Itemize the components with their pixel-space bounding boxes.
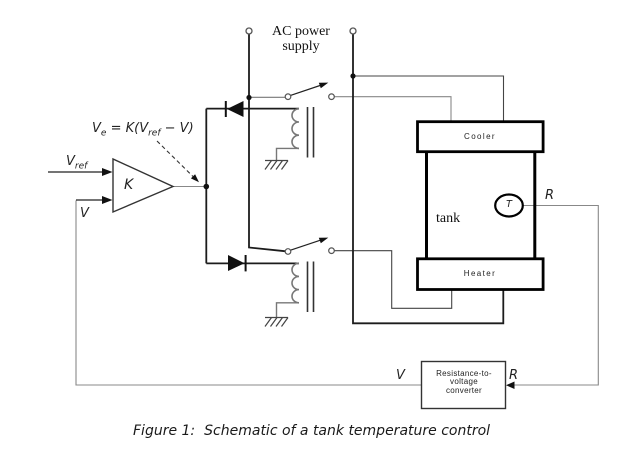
v-arrowhead-icon <box>102 196 113 204</box>
ac-supply-label: AC power supply <box>272 24 330 54</box>
switch1-fixed-contact <box>328 93 335 101</box>
voltage-feedback-wire <box>75 200 422 386</box>
ac-to-cooler-wire <box>353 75 505 121</box>
converter-box <box>420 360 507 410</box>
switch1-blade <box>290 84 322 96</box>
relay1-coil-ground-lead <box>275 147 299 160</box>
relay1-core-bars-icon <box>306 107 315 158</box>
diode2-icon <box>228 255 245 271</box>
heater-label: Heater <box>463 269 497 278</box>
ac-terminal-right <box>349 27 357 35</box>
ground1-icon <box>264 159 289 170</box>
ac-left-line <box>248 33 287 253</box>
sensor-to-converter-wire <box>509 204 599 386</box>
cooler-box <box>416 120 545 154</box>
temperature-sensor-icon <box>494 193 524 218</box>
amplifier-gain-label: K <box>124 177 134 193</box>
ac-terminal-left <box>245 27 253 35</box>
switch1-arrowhead-icon <box>318 82 329 89</box>
switch2-blade <box>290 239 322 251</box>
heater-box <box>416 257 545 291</box>
converter-input-arrowhead-icon <box>506 381 515 389</box>
junction-dot-amp-output <box>203 183 210 190</box>
switch2-to-heater-wire <box>334 250 453 309</box>
relay2-coil-icon <box>291 262 300 304</box>
sensor-t-label: T <box>506 199 512 210</box>
converter-input-label: R <box>509 368 519 383</box>
diode1-icon <box>227 101 244 117</box>
cooler-label: Cooler <box>464 132 496 141</box>
figure-caption: Figure 1:Schematic of a tank temperature… <box>133 423 491 439</box>
error-formula-label: Ve = K(Vref − V) <box>92 121 194 139</box>
switch1-to-cooler-wire <box>334 96 452 121</box>
switch2-pivot-contact <box>284 248 292 255</box>
ground2-icon <box>264 316 289 327</box>
converter-output-label: V <box>396 368 405 383</box>
relay2-core-bars-icon <box>306 261 315 312</box>
vref-arrowhead-icon <box>102 168 113 176</box>
formula-pointer-dashed-line <box>156 140 194 177</box>
converter-text: Resistance-to- voltage converter <box>436 369 492 395</box>
formula-pointer-arrowhead-icon <box>190 174 199 183</box>
switch1-pivot-contact <box>284 93 292 101</box>
amplifier-triangle-icon <box>112 157 175 214</box>
v-input-label: V <box>80 206 89 221</box>
junction-dot-ac-left <box>246 94 252 101</box>
tank-label: tank <box>436 211 461 226</box>
switch2-arrowhead-icon <box>318 237 329 244</box>
sensor-resistance-label: R <box>545 188 555 203</box>
switch2-fixed-contact <box>328 247 335 255</box>
relay1-coil-icon <box>291 108 300 150</box>
junction-dot-ac-right <box>350 73 356 79</box>
relay2-coil-ground-lead <box>275 302 299 317</box>
vref-label: Vref <box>66 154 88 172</box>
ac-right-line <box>352 33 505 325</box>
